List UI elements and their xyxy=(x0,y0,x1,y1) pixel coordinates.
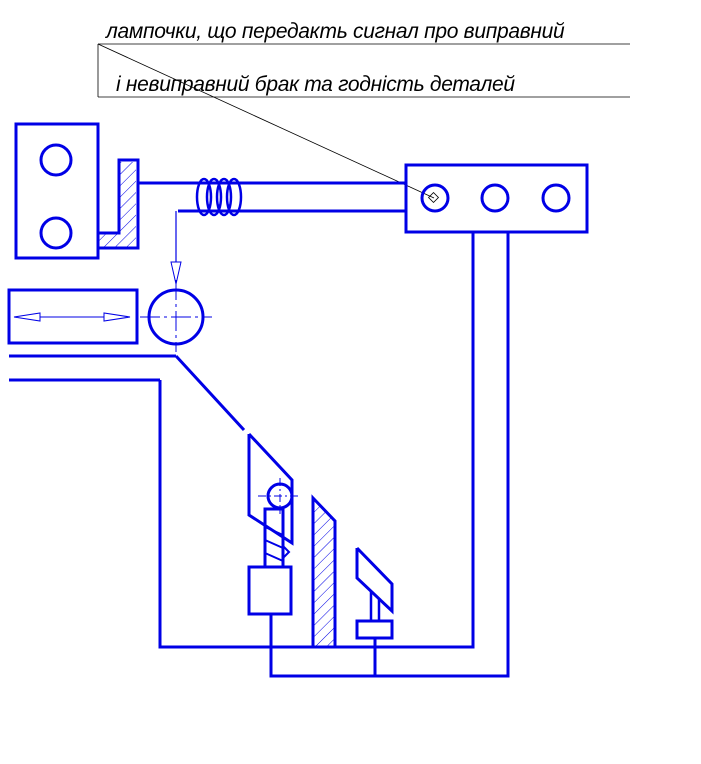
plunger-notch xyxy=(282,545,291,559)
partition-plate xyxy=(311,494,337,649)
bracket-hatch-vertical xyxy=(119,162,136,248)
annotation-line-1: лампочки, що передакть сигнал про виправ… xyxy=(105,20,565,43)
arrow-left-icon xyxy=(13,312,41,322)
sorting-flap xyxy=(247,432,294,546)
right-lever-flap xyxy=(355,546,394,615)
signal-lamp-panel xyxy=(404,163,589,234)
l-bracket xyxy=(98,158,140,250)
wire-inner-loop xyxy=(269,232,510,678)
housing-hole-bottom xyxy=(39,216,73,250)
mechanism xyxy=(7,122,589,678)
bracket-hatch-horizontal xyxy=(98,233,119,248)
lamp-repairable-defect xyxy=(420,183,450,213)
right-sensor-contact xyxy=(355,619,394,640)
left-housing-block xyxy=(14,122,100,260)
annotation: лампочки, що передакть сигнал про виправ… xyxy=(97,20,630,204)
spring-coil xyxy=(195,177,243,217)
annotation-line-2: і невиправний брак та годність деталей xyxy=(116,73,515,96)
sensor-plunger xyxy=(263,507,285,569)
leader-end-marker xyxy=(427,191,440,204)
housing-hole-top xyxy=(39,143,73,177)
annotation-leader-line xyxy=(97,43,435,199)
arrow-right-icon xyxy=(103,312,131,322)
reciprocating-slide xyxy=(7,288,139,345)
lamp-good-part xyxy=(541,183,571,213)
lamp-irreparable-defect xyxy=(480,183,510,213)
left-sensor-box xyxy=(247,565,293,616)
chute-slope xyxy=(174,354,246,432)
probe-arrow-icon xyxy=(170,261,182,285)
plunger-spring xyxy=(264,526,284,562)
